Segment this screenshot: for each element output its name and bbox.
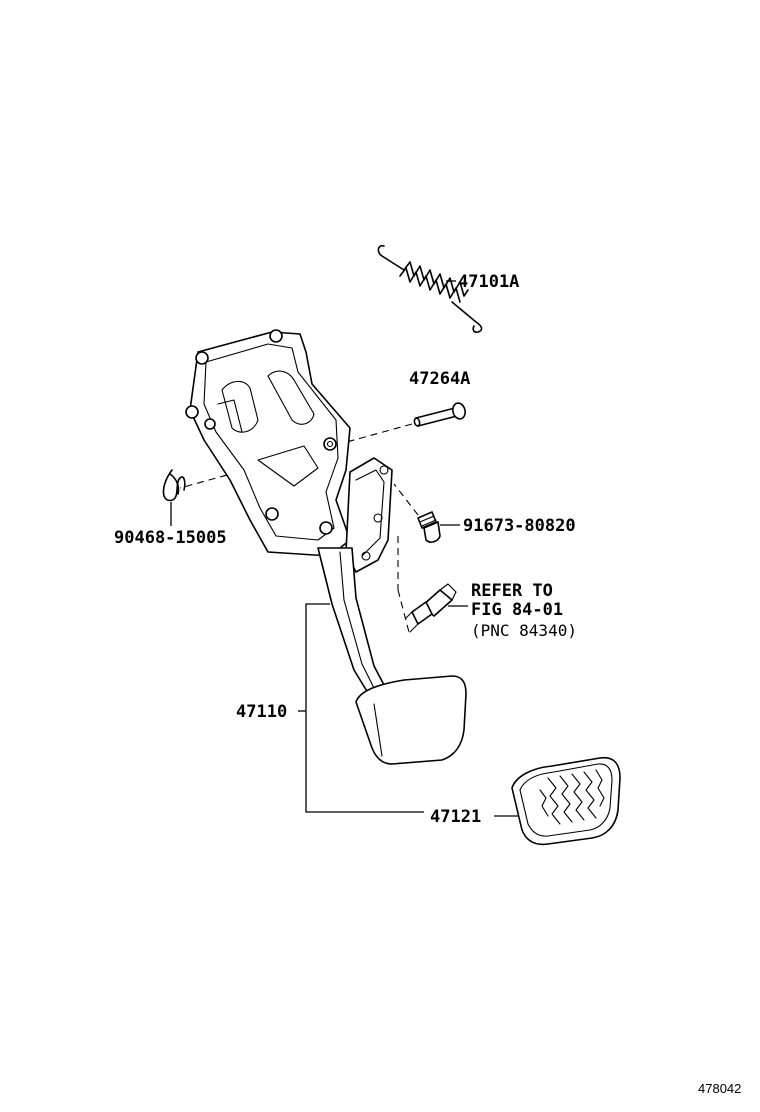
refer-line3: (PNC 84340)	[471, 621, 577, 640]
refer-line2: FIG 84-01	[471, 600, 563, 620]
label-90468-15005: 90468-15005	[114, 528, 227, 548]
pedal-bracket-drawing	[185, 329, 467, 765]
pedal-pad-drawing	[511, 756, 621, 846]
clip-drawing	[162, 469, 186, 502]
label-47121: 47121	[430, 807, 481, 827]
return-spring-drawing	[377, 244, 483, 333]
label-91673-80820: 91673-80820	[463, 516, 576, 536]
pin-drawing	[413, 402, 466, 427]
label-47101A: 47101A	[458, 272, 519, 292]
leader-47110-bracket	[305, 603, 424, 813]
switch-axis-line-b	[397, 589, 411, 637]
label-47264A: 47264A	[409, 369, 470, 389]
label-47110: 47110	[236, 702, 287, 722]
refer-line1: REFER TO	[471, 581, 553, 601]
switch-drawing	[405, 583, 457, 633]
figure-id: 478042	[698, 1081, 741, 1096]
bolt-axis-line	[393, 483, 419, 516]
bolt-drawing	[417, 511, 441, 543]
